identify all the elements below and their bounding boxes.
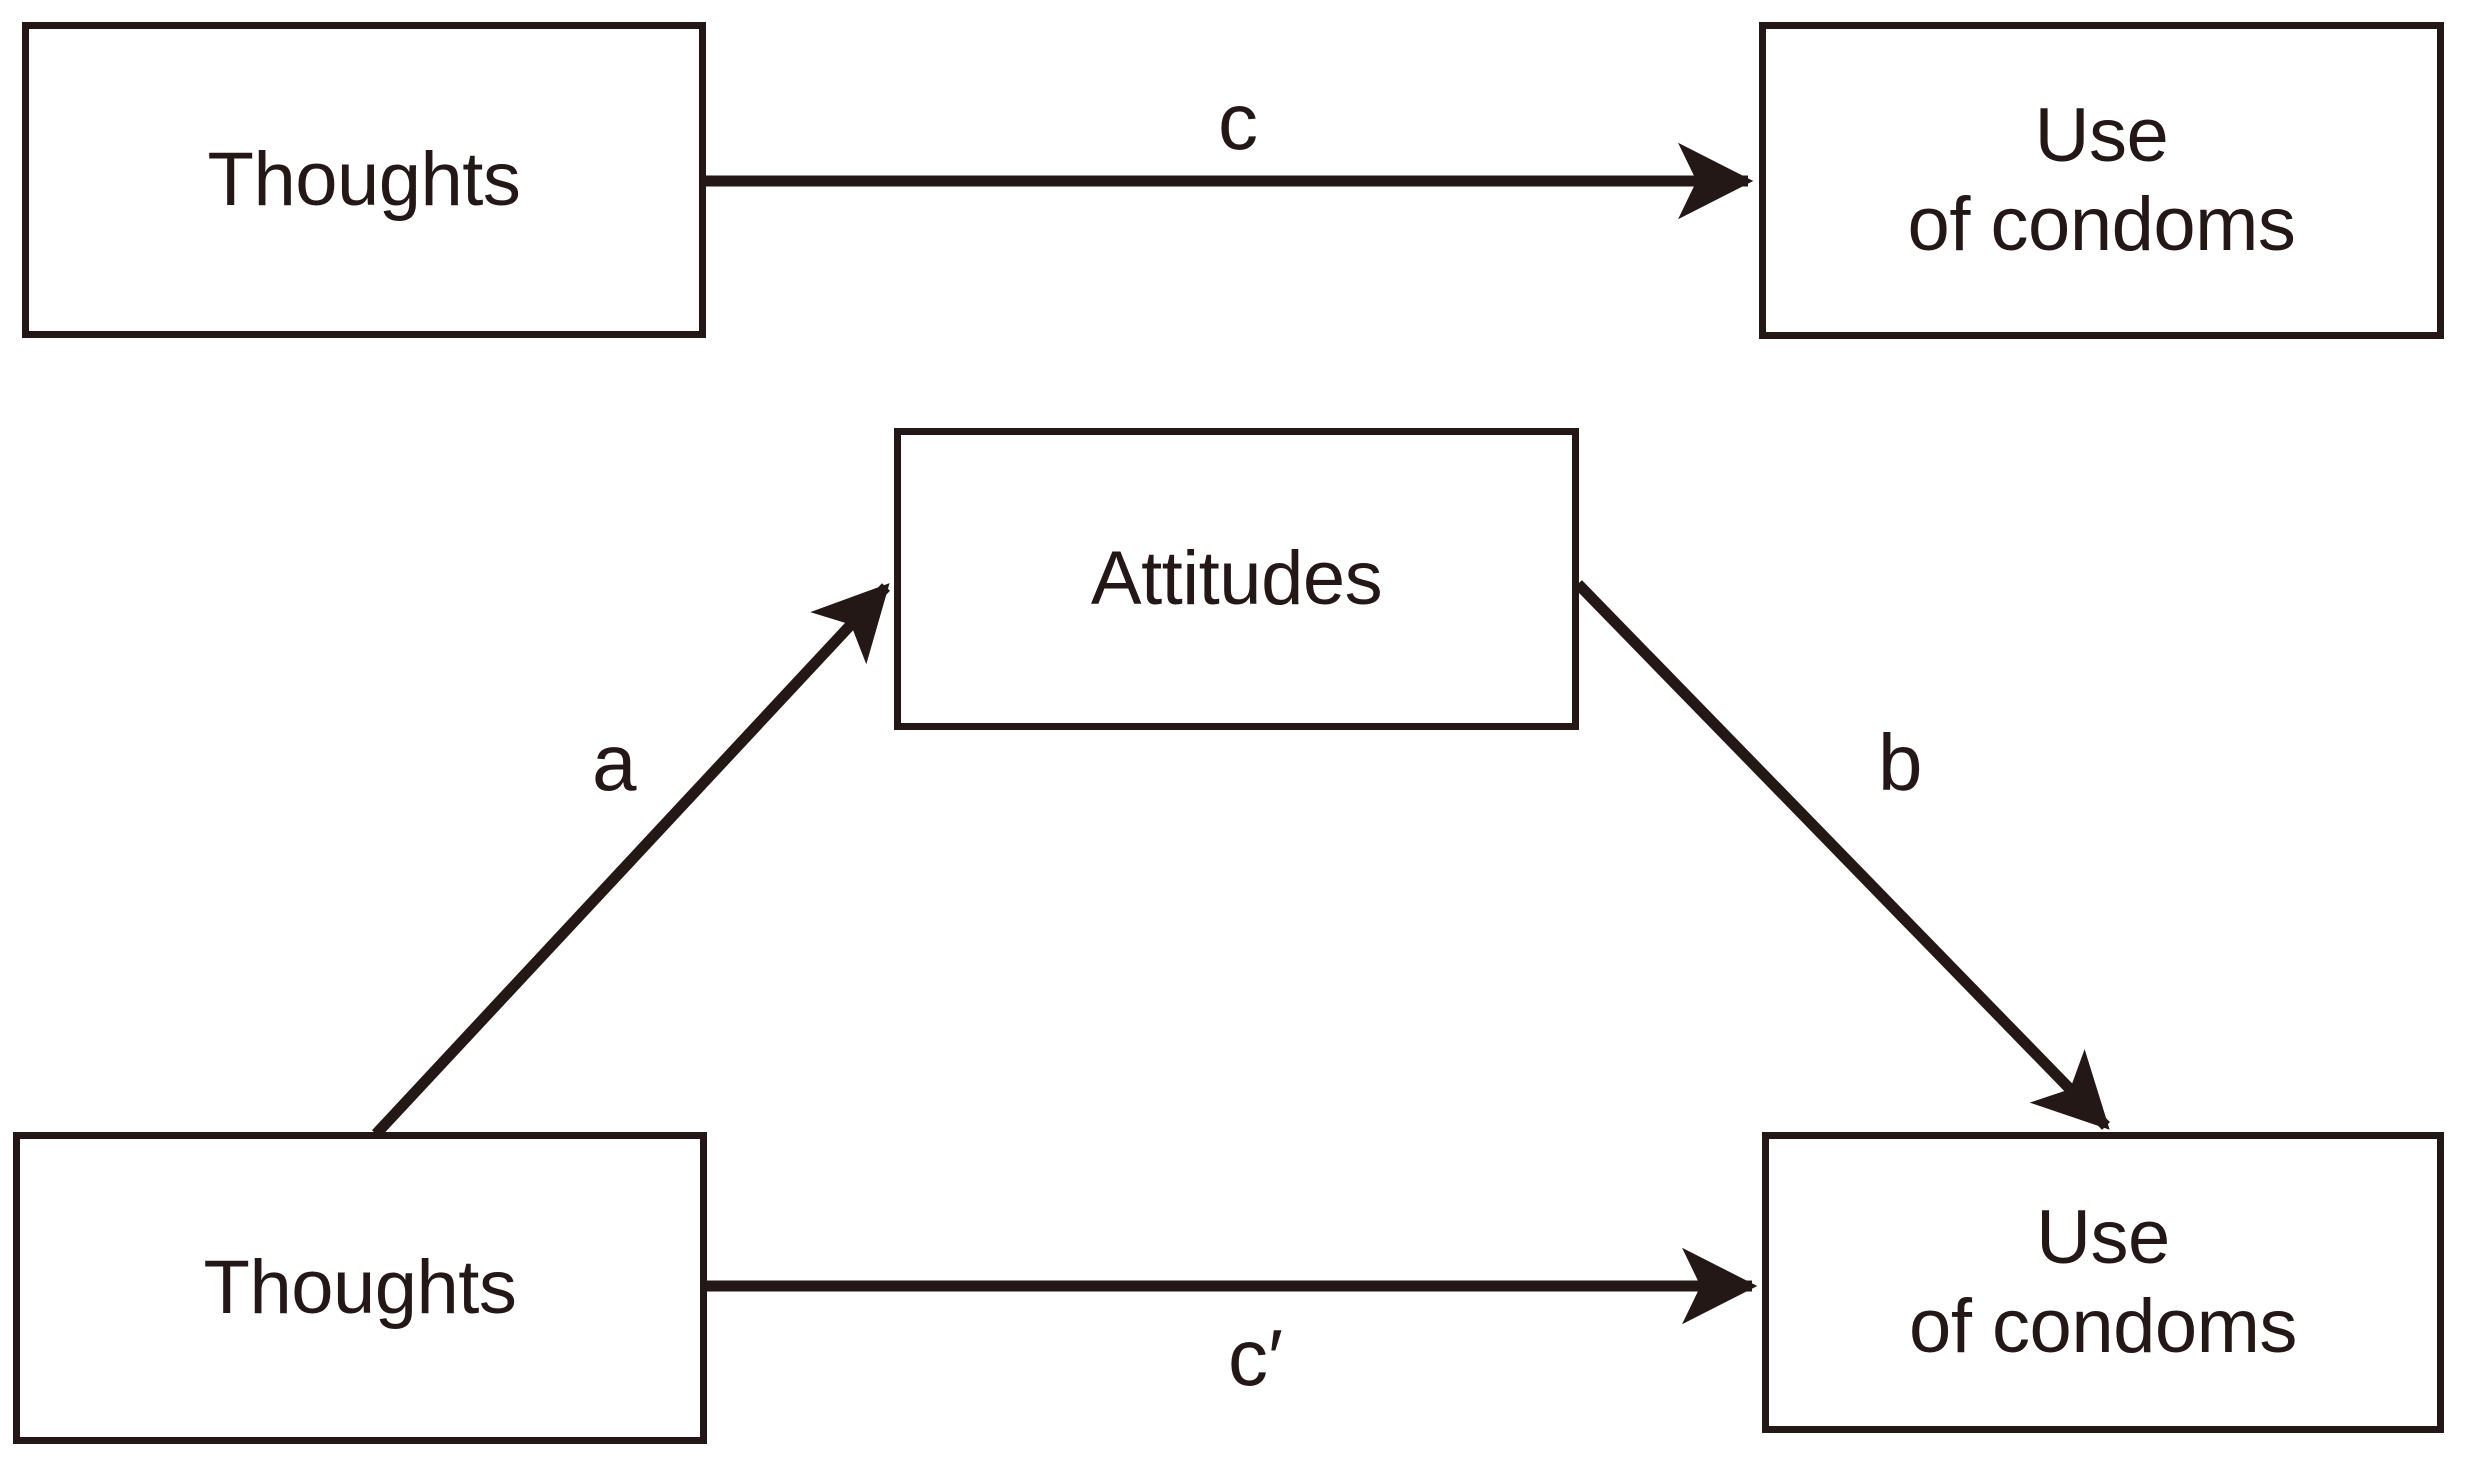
node-thoughts-top-label: Thoughts bbox=[207, 136, 521, 222]
node-thoughts-top[interactable]: Thoughts bbox=[22, 22, 706, 338]
node-thoughts-bottom-label: Thoughts bbox=[203, 1244, 517, 1330]
path-a-arrow bbox=[371, 583, 891, 1138]
path-label-a: a bbox=[592, 718, 637, 807]
node-use-of-condoms-top[interactable]: Use of condoms bbox=[1759, 22, 2444, 339]
node-use-of-condoms-top-label: Use of condoms bbox=[1907, 93, 2296, 267]
path-label-c-prime: c′ bbox=[1228, 1313, 1283, 1402]
node-attitudes-label: Attitudes bbox=[1090, 535, 1383, 621]
path-b-arrow bbox=[1574, 580, 2110, 1130]
node-use-of-condoms-bottom-label: Use of condoms bbox=[1909, 1195, 2297, 1369]
node-thoughts-bottom[interactable]: Thoughts bbox=[13, 1132, 707, 1444]
path-label-b: b bbox=[1878, 718, 1923, 807]
node-use-of-condoms-bottom[interactable]: Use of condoms bbox=[1762, 1132, 2444, 1433]
node-attitudes[interactable]: Attitudes bbox=[894, 428, 1579, 730]
path-label-c: c bbox=[1218, 77, 1258, 166]
